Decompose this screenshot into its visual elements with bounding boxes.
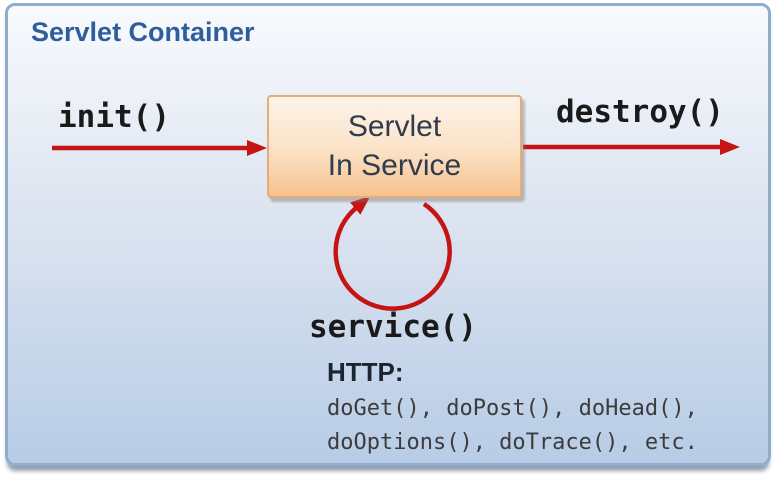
- servlet-state-box: Servlet In Service: [267, 95, 522, 198]
- http-methods-line1: doGet(), doPost(), doHead(),: [327, 396, 698, 421]
- diagram-title: Servlet Container: [31, 17, 255, 47]
- http-methods-block: HTTP: doGet(), doPost(), doHead(), doOpt…: [327, 357, 698, 460]
- init-transition-label: init(): [58, 99, 170, 135]
- service-transition-label: service(): [309, 309, 477, 345]
- http-methods-line2: doOptions(), doTrace(), etc.: [327, 430, 698, 455]
- servlet-state-line1: Servlet: [347, 110, 442, 144]
- servlet-state-line2: In Service: [327, 148, 462, 182]
- destroy-transition-label: destroy(): [556, 94, 724, 130]
- http-label: HTTP:: [327, 357, 404, 387]
